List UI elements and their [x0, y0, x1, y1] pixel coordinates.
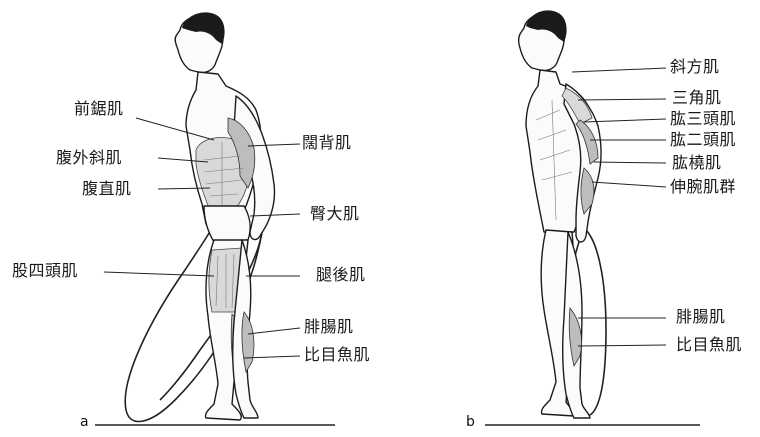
label-extensors: 伸腕肌群 — [670, 178, 736, 196]
figure-b-drawing — [485, 10, 700, 425]
label-hamstrings: 腿後肌 — [316, 266, 366, 284]
leader-deltoid — [578, 99, 666, 100]
panel-label-b: b — [466, 414, 475, 430]
leader-brachioradialis — [594, 162, 666, 163]
label-soleus-a: 比目魚肌 — [304, 346, 370, 364]
leader-quadriceps — [104, 272, 214, 276]
label-serratus: 前鋸肌 — [74, 100, 124, 118]
leader-extensors — [592, 182, 666, 187]
label-biceps: 肱二頭肌 — [670, 131, 736, 149]
leader-gastrocnemius-a — [248, 328, 300, 334]
leader-trapezius — [572, 68, 666, 72]
label-oblique: 腹外斜肌 — [56, 149, 122, 167]
label-deltoid: 三角肌 — [672, 89, 722, 107]
pelvis-a — [204, 206, 250, 242]
figure-a-drawing — [95, 12, 335, 425]
label-latissimus: 闊背肌 — [302, 134, 352, 152]
label-trapezius: 斜方肌 — [670, 58, 720, 76]
label-soleus-b: 比目魚肌 — [676, 336, 742, 354]
label-rectus: 腹直肌 — [82, 180, 132, 198]
label-gluteus: 臀大肌 — [310, 205, 360, 223]
leader-soleus-b — [578, 345, 666, 346]
label-gastrocnemius-a: 腓腸肌 — [304, 318, 354, 336]
label-quadriceps: 股四頭肌 — [12, 262, 78, 280]
label-triceps: 肱三頭肌 — [670, 110, 736, 128]
label-brachioradialis: 肱橈肌 — [672, 154, 722, 172]
label-gastrocnemius-b: 腓腸肌 — [676, 308, 726, 326]
panel-label-a: a — [80, 414, 89, 430]
